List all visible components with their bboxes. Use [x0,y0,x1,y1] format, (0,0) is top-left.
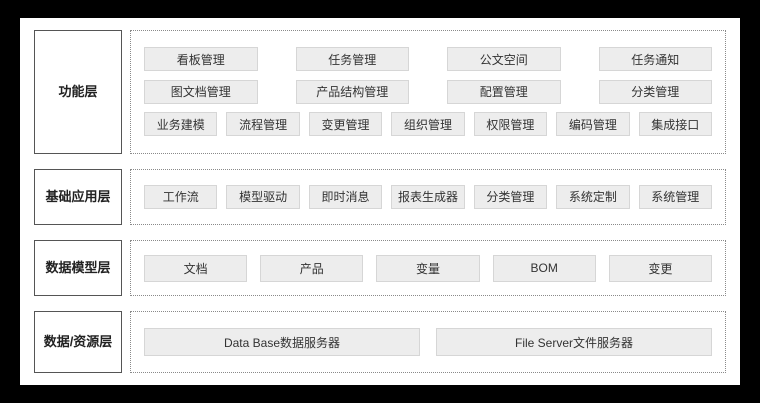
entity-box-document: 文档 [144,254,248,282]
module-box-org-mgmt: 组织管理 [391,112,465,137]
layer-label-data-resource: 数据/资源层 [34,311,122,373]
module-box-kanban: 看板管理 [144,47,258,72]
architecture-diagram: 功能层 看板管理 任务管理 公文空间 任务通知 图文档管理 产品结构管理 配置管… [20,18,740,385]
layer-data-model: 数据模型层 文档 产品 变量 BOM 变更 [34,239,726,297]
entity-box-change: 变更 [608,254,713,282]
module-box-change-mgmt: 变更管理 [308,112,383,137]
layer-body-data-resource: Data Base数据服务器 File Server文件服务器 [130,311,726,373]
module-box-classification: 分类管理 [473,184,548,209]
base-apps-row: 工作流 模型驱动 即时消息 报表生成器 分类管理 系统定制 系统管理 [144,184,712,209]
module-box-workflow: 工作流 [144,184,218,209]
function-row-1: 看板管理 任务管理 公文空间 任务通知 [144,47,712,72]
layer-label-function: 功能层 [34,30,122,154]
entity-box-bom: BOM [492,254,596,282]
function-row-3: 业务建模 流程管理 变更管理 组织管理 权限管理 编码管理 集成接口 [144,112,712,137]
module-box-task-mgmt: 任务管理 [295,47,409,72]
layer-label-base-apps: 基础应用层 [34,168,122,225]
entity-box-product: 产品 [260,254,364,282]
module-box-system-custom: 系统定制 [556,184,630,209]
layer-body-function: 看板管理 任务管理 公文空间 任务通知 图文档管理 产品结构管理 配置管理 分类… [130,30,726,154]
layer-base-apps: 基础应用层 工作流 模型驱动 即时消息 报表生成器 分类管理 系统定制 系统管理 [34,168,726,225]
module-box-model-driven: 模型驱动 [226,184,300,209]
module-box-instant-message: 即时消息 [308,184,383,209]
module-box-product-structure: 产品结构管理 [295,79,409,104]
layer-body-base-apps: 工作流 模型驱动 即时消息 报表生成器 分类管理 系统定制 系统管理 [130,168,726,225]
server-box-database: Data Base数据服务器 [144,328,420,357]
layer-function: 功能层 看板管理 任务管理 公文空间 任务通知 图文档管理 产品结构管理 配置管… [34,30,726,154]
module-box-drawing-doc: 图文档管理 [144,79,258,104]
layer-body-data-model: 文档 产品 变量 BOM 变更 [130,239,726,297]
module-box-category-mgmt: 分类管理 [598,79,712,104]
data-model-row: 文档 产品 变量 BOM 变更 [144,254,713,282]
module-box-doc-space: 公文空间 [447,47,561,72]
module-box-business-modeling: 业务建模 [144,112,218,137]
module-box-coding-mgmt: 编码管理 [556,112,630,137]
entity-box-variable: 变量 [376,254,480,282]
module-box-config-mgmt: 配置管理 [447,79,561,104]
layer-label-data-model: 数据模型层 [34,239,122,297]
server-box-fileserver: File Server文件服务器 [436,328,712,357]
module-box-system-mgmt: 系统管理 [638,184,712,209]
module-box-permission-mgmt: 权限管理 [473,112,548,137]
data-resource-row: Data Base数据服务器 File Server文件服务器 [144,328,712,357]
module-box-report-generator: 报表生成器 [391,184,465,209]
function-row-2: 图文档管理 产品结构管理 配置管理 分类管理 [144,79,712,104]
layer-data-resource: 数据/资源层 Data Base数据服务器 File Server文件服务器 [34,311,726,373]
module-box-task-notify: 任务通知 [598,47,712,72]
module-box-integration-api: 集成接口 [638,112,712,137]
module-box-process-mgmt: 流程管理 [226,112,300,137]
